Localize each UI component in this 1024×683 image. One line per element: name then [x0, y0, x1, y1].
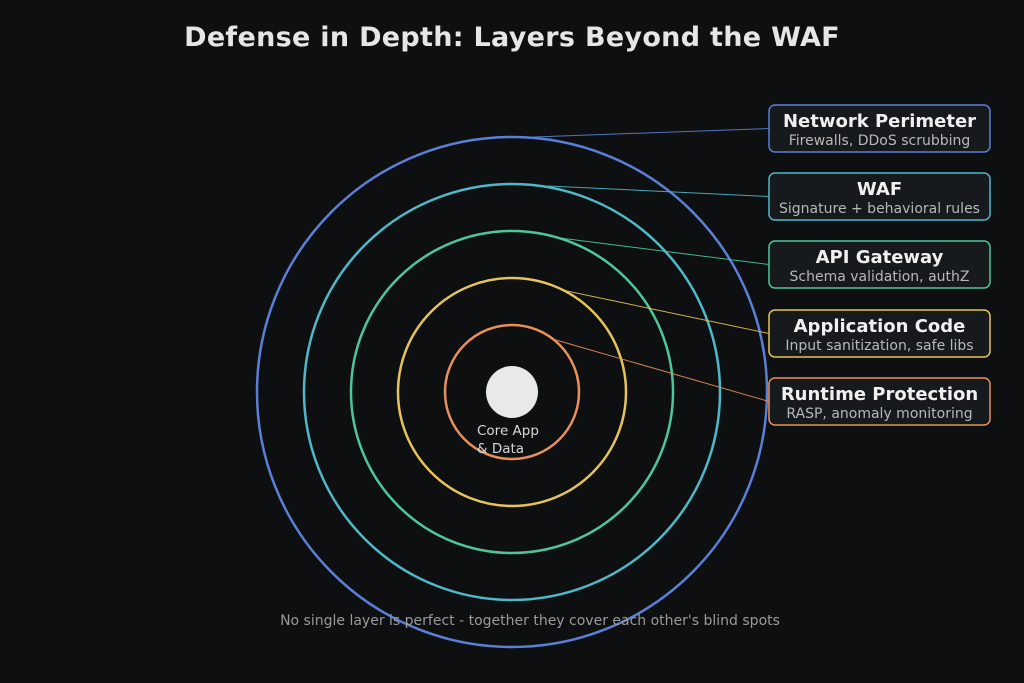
core-label-line2: & Data [477, 441, 524, 457]
layer-name: Application Code [794, 316, 966, 337]
ring-3 [349, 229, 675, 555]
core-label-line1: Core App [477, 423, 539, 439]
layer-description: Input sanitization, safe libs [785, 338, 973, 354]
layer-label-box [768, 377, 991, 426]
ring-1 [255, 135, 769, 649]
diagram-caption: No single layer is perfect - together th… [280, 613, 780, 629]
layer-description: Firewalls, DDoS scrubbing [789, 133, 971, 149]
leader-line-5 [555, 339, 770, 402]
leader-line-3 [559, 237, 770, 265]
layer-description: Signature + behavioral rules [779, 201, 980, 217]
layer-label-box [768, 104, 991, 153]
diagram-title: Defense in Depth: Layers Beyond the WAF [184, 22, 840, 53]
leader-line-1 [533, 128, 770, 138]
layer-name: WAF [857, 179, 902, 200]
layer-name: Network Perimeter [783, 111, 976, 132]
leader-line-4 [561, 289, 770, 334]
ring-2 [302, 182, 722, 602]
core-node [486, 366, 538, 418]
layer-label-box [768, 240, 991, 289]
layer-name: Runtime Protection [781, 384, 978, 405]
layer-name: API Gateway [816, 247, 944, 268]
leader-line-2 [547, 185, 770, 197]
leader-lines-group [533, 128, 770, 402]
layer-label-box [768, 172, 991, 221]
rings-group [255, 135, 769, 649]
layer-description: RASP, anomaly monitoring [786, 406, 972, 422]
layer-label-box [768, 309, 991, 358]
ring-4 [396, 276, 628, 508]
ring-5 [443, 323, 581, 461]
layer-description: Schema validation, authZ [790, 269, 970, 285]
